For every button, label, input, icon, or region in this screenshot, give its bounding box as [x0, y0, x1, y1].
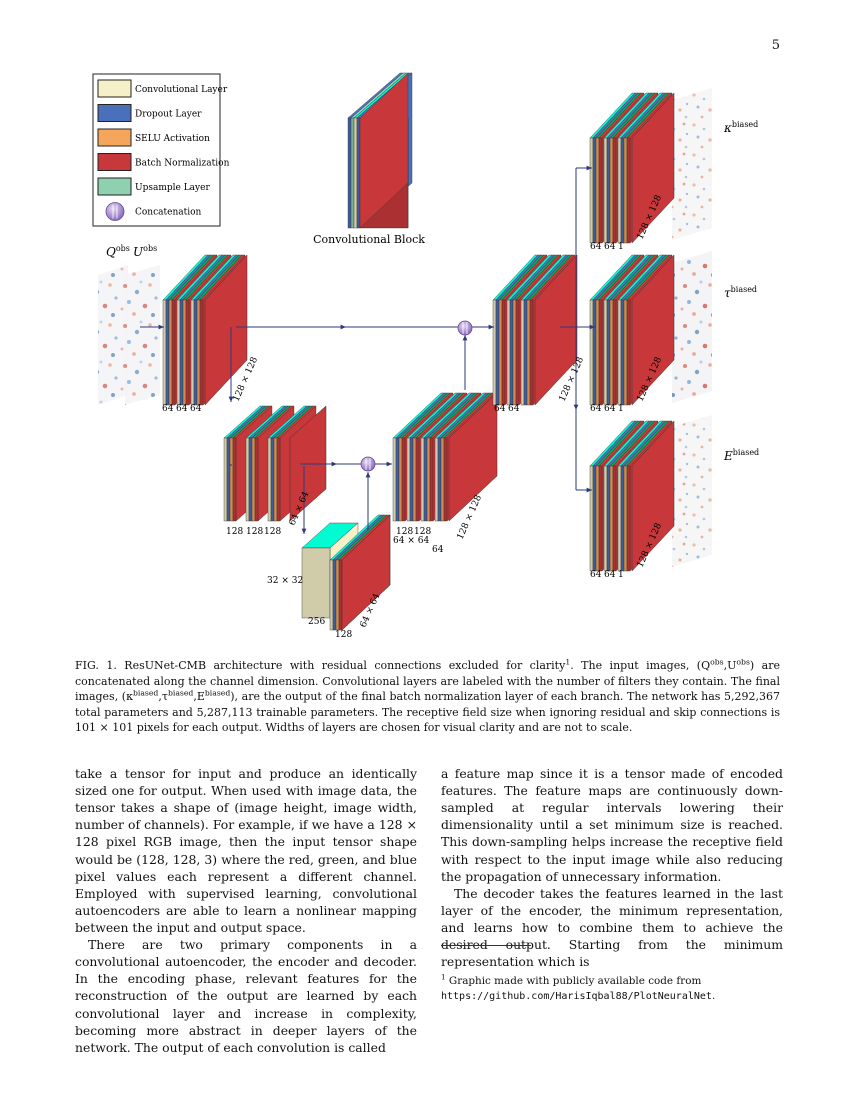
paragraph: take a tensor for input and produce an i…: [75, 766, 417, 935]
legend-swatch: [97, 79, 132, 98]
legend-item: SELU Activation: [97, 128, 210, 147]
convolutional-block-example: [347, 72, 413, 229]
enc1-filter-1: 64: [162, 404, 174, 414]
dec2-output: [534, 254, 578, 406]
branch-tau-output: [631, 254, 675, 406]
figure-caption: FIG. 1. ResUNet-CMB architecture with re…: [75, 657, 780, 735]
concat-node-bottom: [360, 456, 376, 472]
kappa-output-image: [672, 88, 712, 240]
encoder-block-2: [223, 405, 327, 522]
enc1-filter-3: 64: [190, 404, 202, 414]
branch1-filter-3: 1: [618, 242, 624, 252]
bottleneck-block: [301, 514, 391, 631]
dec1-output: [448, 392, 498, 522]
q-obs-label: Qobs: [106, 244, 130, 259]
branch-tau: [589, 254, 675, 406]
branch-kappa: [589, 92, 675, 244]
paragraph: There are two primary components in a co…: [75, 937, 417, 1055]
branch3-filter-3: 1: [618, 570, 624, 580]
enc2-filter-2: 128: [246, 527, 263, 537]
branch3-filter-1: 64: [590, 570, 602, 580]
legend-item: Convolutional Layer: [97, 79, 228, 98]
legend-swatch: [97, 177, 132, 196]
dec1-label-d: 64: [432, 545, 444, 555]
bottleneck-256: 256: [308, 617, 325, 627]
dec1-label-a: 128: [396, 527, 413, 537]
dec1-label-c: 64 × 64: [393, 536, 429, 546]
bottleneck-output: [341, 514, 391, 631]
network-blocks: [162, 92, 675, 631]
enc1-output: [204, 254, 248, 406]
bottleneck-128: 128: [335, 630, 352, 640]
connections: [140, 165, 595, 534]
branch2-filter-1: 64: [590, 404, 602, 414]
legend-label: Upsample Layer: [135, 183, 210, 193]
enc1-filter-2: 64: [176, 404, 188, 414]
body-column-right: a feature map since it is a tensor made …: [441, 765, 783, 970]
legend-item: Upsample Layer: [97, 177, 210, 196]
kappa-label: κbiased: [723, 120, 758, 135]
legend-label: Batch Normalization: [135, 159, 230, 169]
legend-label: Convolutional Layer: [135, 85, 228, 95]
branch2-filter-2: 64: [604, 404, 616, 414]
branch-e-output: [631, 420, 675, 572]
concat-node-top: [457, 320, 473, 336]
concatenation-icon: [105, 202, 125, 221]
output-images: κbiased τbiased Ebiased: [672, 88, 759, 567]
legend-item: Batch Normalization: [97, 153, 230, 171]
branch1-filter-2: 64: [604, 242, 616, 252]
footnote: 1 Graphic made with publicly available c…: [441, 972, 716, 1003]
branch-kappa-output: [631, 92, 675, 244]
tau-label: τbiased: [724, 285, 757, 300]
legend-item: Dropout Layer: [97, 104, 202, 122]
tau-output-image: [672, 251, 712, 403]
dec2-filter-1: 64: [494, 404, 506, 414]
legend-swatch: [97, 128, 132, 147]
legend-item: Concatenation: [105, 202, 202, 221]
legend-label: Dropout Layer: [135, 110, 202, 120]
e-label: Ebiased: [723, 448, 759, 463]
legend-swatch: [97, 104, 132, 122]
dec1-label-b: 128: [414, 527, 431, 537]
branch2-filter-3: 1: [618, 404, 624, 414]
convolutional-block-title: Convolutional Block: [313, 233, 425, 246]
page-number: 5: [771, 38, 780, 53]
decoder-block-2: [492, 254, 578, 406]
bottleneck-size: 32 × 32: [267, 576, 303, 586]
q-obs-image: [98, 265, 128, 405]
encoder-block-1: [162, 254, 248, 406]
paragraph: The decoder takes the features learned i…: [441, 885, 783, 970]
paragraph: a feature map since it is a tensor made …: [441, 766, 783, 884]
e-output-image: [672, 415, 712, 567]
u-obs-label: Uobs: [133, 244, 157, 259]
u-obs-image: [125, 265, 160, 405]
concatenation-nodes: [360, 320, 473, 472]
branch3-filter-2: 64: [604, 570, 616, 580]
footnote-rule: [441, 945, 531, 946]
enc2-filter-1: 128: [226, 527, 243, 537]
branch-e: [589, 420, 675, 572]
body-column-left: take a tensor for input and produce an i…: [75, 765, 417, 1056]
footnote-link[interactable]: https://github.com/HarisIqbal88/PlotNeur…: [441, 991, 712, 1003]
branch1-filter-1: 64: [590, 242, 602, 252]
decoder-block-1: [392, 392, 498, 522]
legend-label: SELU Activation: [135, 134, 210, 144]
enc2-filter-3: 128: [264, 527, 281, 537]
legend-swatch: [97, 153, 132, 171]
input-images: Qobs Uobs: [98, 244, 160, 405]
legend-label: Concatenation: [135, 208, 202, 218]
dec2-filter-2: 64: [508, 404, 520, 414]
